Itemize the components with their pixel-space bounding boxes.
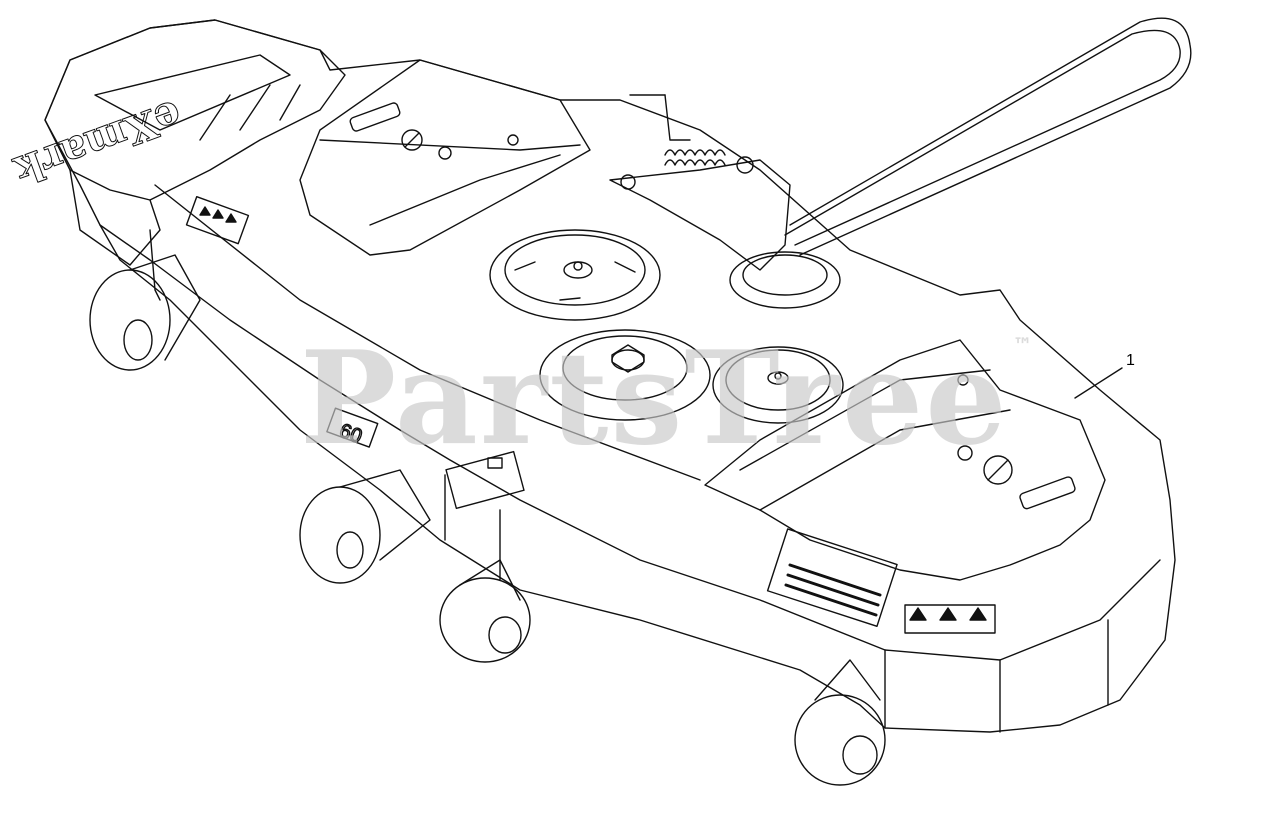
drive-belt [784, 17, 1192, 256]
deck-shell [44, 19, 1176, 733]
spindle-pulley-center [539, 329, 711, 421]
left-cover: eXmark [7, 19, 346, 266]
idler-arm [609, 94, 791, 271]
right-belt-cover [704, 339, 1106, 581]
tension-spring [664, 149, 726, 166]
warning-decal-top [185, 195, 250, 245]
left-belt-cover [299, 59, 591, 256]
caster-wheel [299, 469, 431, 584]
warning-decal-front [904, 604, 996, 634]
spindle-pulley-right [712, 346, 844, 424]
brand-logo: eXmark [7, 91, 187, 195]
caster-wheel [89, 254, 201, 371]
spindle-pulley-left [489, 229, 661, 321]
deck-size-decal: 60 [326, 407, 379, 449]
callout-label: 1 [1126, 352, 1135, 369]
callout-leader [1074, 367, 1123, 399]
belt-routing-decal [766, 528, 898, 628]
caster-wheel [794, 659, 886, 786]
info-decal [445, 450, 525, 510]
caster-wheel [439, 559, 531, 663]
idler-pulley [729, 251, 841, 309]
